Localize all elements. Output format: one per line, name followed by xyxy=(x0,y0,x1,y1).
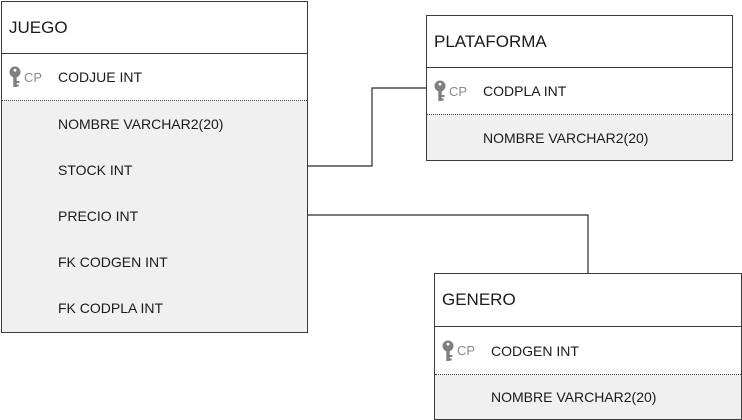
primary-key-tag: CP xyxy=(457,343,476,358)
attribute-row: FK CODGEN INT xyxy=(2,239,307,285)
attribute-name: STOCK INT xyxy=(58,162,133,178)
attribute-list: NOMBRE VARCHAR2(20) STOCK INT PRECIO INT… xyxy=(2,101,307,332)
attribute-row: FK CODPLA INT xyxy=(2,285,307,331)
attribute-row: PRECIO INT xyxy=(2,193,307,239)
primary-key-marker: CP xyxy=(435,340,485,362)
relationship-juego-plataforma xyxy=(307,87,427,167)
attribute-row: NOMBRE VARCHAR2(20) xyxy=(435,375,741,419)
attribute-name: NOMBRE VARCHAR2(20) xyxy=(483,129,649,146)
entity-title: PLATAFORMA xyxy=(427,16,732,68)
attribute-name: PRECIO INT xyxy=(58,208,139,224)
primary-key-marker: CP xyxy=(427,80,477,102)
entity-title: JUEGO xyxy=(2,2,307,54)
relationship-juego-genero xyxy=(307,214,589,273)
primary-key-attribute: CODGEN INT xyxy=(491,342,579,359)
primary-key-row: CP CODPLA INT xyxy=(427,68,732,115)
entity-title: GENERO xyxy=(435,274,741,327)
key-icon xyxy=(434,80,446,101)
attribute-name: FK CODPLA INT xyxy=(58,300,164,316)
primary-key-attribute: CODJUE INT xyxy=(58,69,142,85)
attribute-row: NOMBRE VARCHAR2(20) xyxy=(2,101,307,147)
attribute-name: NOMBRE VARCHAR2(20) xyxy=(58,116,224,132)
attribute-row: NOMBRE VARCHAR2(20) xyxy=(427,115,732,160)
primary-key-tag: CP xyxy=(449,83,468,99)
entity-plataforma[interactable]: PLATAFORMA CP CODPLA INT NOMBRE VARCHAR2… xyxy=(426,15,733,161)
attribute-list: NOMBRE VARCHAR2(20) xyxy=(435,375,741,419)
primary-key-row: CP CODJUE INT xyxy=(2,54,307,101)
primary-key-marker: CP xyxy=(2,66,52,88)
primary-key-row: CP CODGEN INT xyxy=(435,327,741,375)
primary-key-attribute: CODPLA INT xyxy=(483,83,567,99)
key-icon xyxy=(442,340,454,361)
attribute-list: NOMBRE VARCHAR2(20) xyxy=(427,115,732,160)
attribute-name: FK CODGEN INT xyxy=(58,254,168,270)
primary-key-tag: CP xyxy=(24,69,43,85)
attribute-row: STOCK INT xyxy=(2,147,307,193)
attribute-name: NOMBRE VARCHAR2(20) xyxy=(491,389,657,405)
entity-juego[interactable]: JUEGO CP CODJUE INT NOMBRE VARCHAR2(20) … xyxy=(1,1,308,333)
key-icon xyxy=(9,66,21,87)
entity-genero[interactable]: GENERO CP CODGEN INT NOMBRE VARCHAR2(20) xyxy=(434,273,742,420)
